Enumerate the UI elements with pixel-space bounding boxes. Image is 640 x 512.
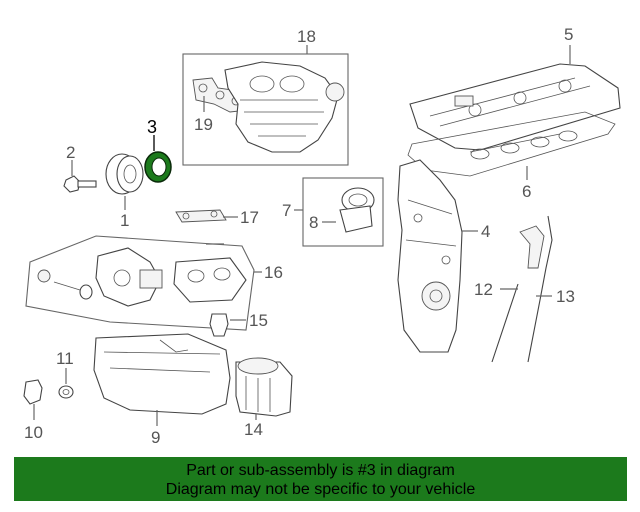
oil-pan-part-9 — [93, 333, 231, 426]
oil-pump-group-part-16 — [25, 235, 262, 331]
callout-3: 3 — [147, 117, 157, 137]
callout-4: 4 — [481, 222, 490, 241]
callout-14: 14 — [244, 420, 263, 439]
callout-17: 17 — [240, 208, 259, 227]
callout-8: 8 — [309, 213, 318, 232]
callout-1: 1 — [120, 211, 129, 230]
valve-cover-part-5 — [409, 45, 621, 151]
callout-11: 11 — [56, 349, 74, 368]
drain-plug-part-10 — [23, 379, 43, 420]
banner-line-disclaimer: Diagram may not be specific to your vehi… — [165, 481, 476, 498]
drain-washer-part-11 — [58, 368, 74, 399]
callout-19: 19 — [194, 115, 213, 134]
valve-cover-gasket-part-6 — [407, 111, 616, 180]
parts-diagram: 1 2 3 4 5 6 7 8 9 10 11 12 13 14 15 16 1… — [23, 25, 621, 447]
oil-filter-part-14 — [235, 357, 293, 420]
plug-part-15 — [209, 313, 246, 337]
callout-15: 15 — [249, 311, 268, 330]
callout-7: 7 — [282, 201, 291, 220]
fitment-banner: Part or sub-assembly is #3 in diagram Di… — [14, 457, 627, 501]
oil-cap-group — [294, 177, 384, 247]
banner-line-part-number: Part or sub-assembly is #3 in diagram — [186, 462, 455, 479]
callout-9: 9 — [151, 428, 160, 447]
intake-manifold-part-18 — [224, 61, 345, 153]
callout-6: 6 — [522, 182, 531, 201]
callout-10: 10 — [24, 423, 43, 442]
callout-12: 12 — [474, 280, 493, 299]
callout-16: 16 — [264, 263, 283, 282]
callout-2: 2 — [66, 143, 75, 162]
callout-13: 13 — [556, 287, 575, 306]
intake-manifold-group — [182, 45, 349, 166]
oil-filler-cap-part-8 — [339, 187, 375, 233]
dipstick-tube-part-13 — [519, 215, 553, 363]
bolt-part-2 — [63, 160, 97, 193]
crankshaft-pulley-part-1 — [105, 153, 144, 210]
callout-5: 5 — [564, 25, 573, 44]
oil-pump-gasket-part-17 — [175, 209, 238, 223]
timing-cover-part-4 — [397, 159, 478, 353]
callout-18: 18 — [297, 27, 316, 46]
oil-seal-part-3 — [144, 135, 172, 183]
dipstick-part-12 — [491, 283, 519, 363]
